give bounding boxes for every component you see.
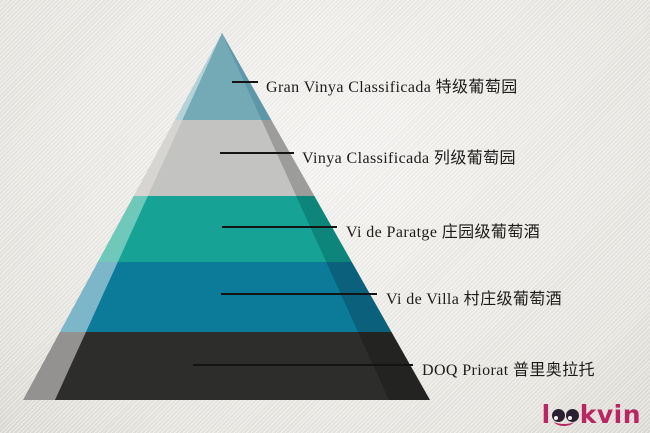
tier2-label: Vinya Classificada 列级葡萄园 xyxy=(302,150,516,167)
tier4-label: Vi de Villa 村庄级葡萄酒 xyxy=(386,291,563,308)
label-connectors xyxy=(193,81,413,366)
logo-smile-icon xyxy=(553,416,574,426)
logo-eyes xyxy=(551,409,580,426)
logo-text-right: kvin xyxy=(579,399,641,429)
tier1-label: Gran Vinya Classificada 特级葡萄园 xyxy=(266,79,518,96)
tier5-label: DOQ Priorat 普里奥拉托 xyxy=(422,362,596,379)
logo-text-left: l xyxy=(541,399,551,429)
tier3-label: Vi de Paratge 庄园级葡萄酒 xyxy=(346,224,541,241)
tier3-right-band xyxy=(90,196,430,262)
